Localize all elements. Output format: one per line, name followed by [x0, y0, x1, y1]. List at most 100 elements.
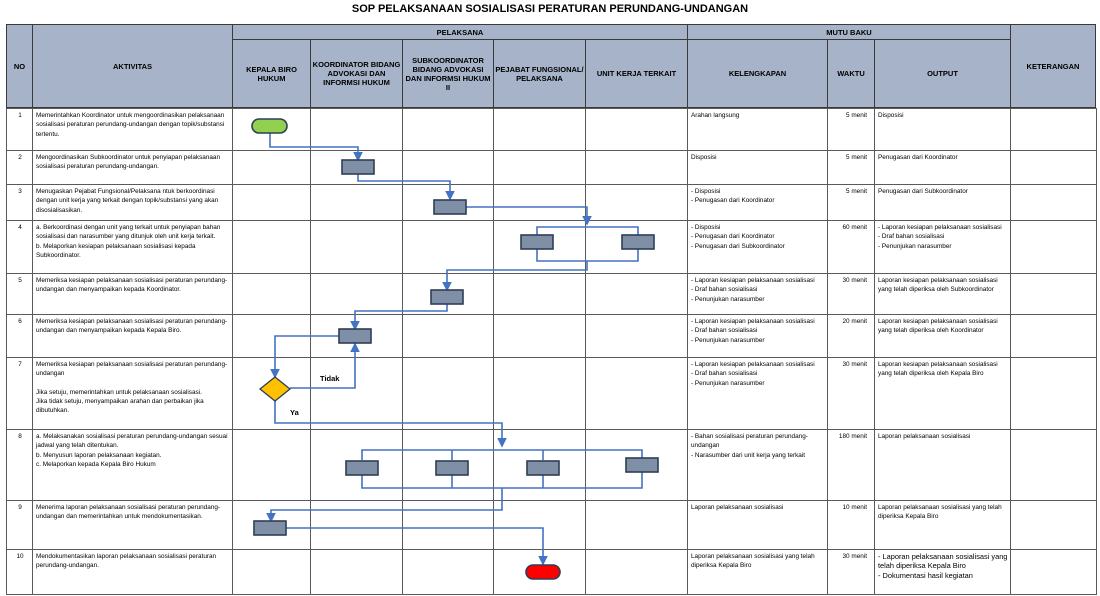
row-cell-unit [585, 357, 689, 430]
row-cell-subkoordinator [402, 314, 495, 358]
row-cell-kepala [232, 150, 312, 185]
row-number: 1 [6, 108, 34, 151]
row-cell-koordinator [310, 184, 404, 221]
row-output: - Laporan pelaksanaan sosialisasi yang t… [874, 549, 1012, 595]
row-output: Penugasan dari Subkoordinator [874, 184, 1012, 221]
row-kelengkapan: - Disposisi - Penugasan dari Koordinator… [687, 220, 829, 274]
row-output: Disposisi [874, 108, 1012, 151]
row-cell-unit [585, 108, 689, 151]
header-koordinator: KOORDINATOR BIDANG ADVOKASI DAN INFORMSI… [310, 39, 403, 108]
row-aktivitas: Mengoordinasikan Subkoordinator untuk pe… [32, 150, 234, 185]
row-cell-subkoordinator [402, 108, 495, 151]
row-cell-pejabat [493, 549, 587, 595]
row-keterangan [1010, 150, 1097, 185]
row-cell-pejabat [493, 273, 587, 315]
row-cell-kepala [232, 429, 312, 501]
row-number: 6 [6, 314, 34, 358]
row-cell-pejabat [493, 429, 587, 501]
row-cell-subkoordinator [402, 429, 495, 501]
row-cell-koordinator [310, 429, 404, 501]
row-waktu: 20 menit [827, 314, 876, 358]
row-cell-subkoordinator [402, 500, 495, 550]
header-aktivitas: AKTIVITAS [32, 24, 233, 108]
row-waktu: 5 menit [827, 184, 876, 221]
row-number: 2 [6, 150, 34, 185]
row-number: 10 [6, 549, 34, 595]
row-keterangan [1010, 549, 1097, 595]
row-output: Laporan pelaksanaan sosialisasi yang tel… [874, 500, 1012, 550]
row-cell-subkoordinator [402, 273, 495, 315]
row-waktu: 10 menit [827, 500, 876, 550]
row-cell-pejabat [493, 150, 587, 185]
header-no: NO [6, 24, 33, 108]
row-waktu: 30 menit [827, 549, 876, 595]
row-cell-subkoordinator [402, 357, 495, 430]
row-aktivitas: Menugaskan Pejabat Fungsional/Pelaksana … [32, 184, 234, 221]
row-aktivitas: Menerima laporan pelaksanaan sosialisasi… [32, 500, 234, 550]
row-output: Laporan kesiapan pelaksanaan sosialisasi… [874, 273, 1012, 315]
header-output: OUTPUT [874, 39, 1011, 108]
header-pejabat: PEJABAT FUNGSIONAL/ PELAKSANA [493, 39, 586, 108]
row-output: Laporan kesiapan pelaksanaan sosialisasi… [874, 314, 1012, 358]
header-kepala: KEPALA BIRO HUKUM [232, 39, 311, 108]
row-cell-pejabat [493, 500, 587, 550]
row-waktu: 5 menit [827, 108, 876, 151]
row-aktivitas: Memerintahkan Koordinator untuk mengoord… [32, 108, 234, 151]
row-cell-kepala [232, 184, 312, 221]
row-kelengkapan: - Laporan kesiapan pelaksanaan sosialisa… [687, 273, 829, 315]
row-aktivitas: a. Berkoordinasi dengan unit yang terkai… [32, 220, 234, 274]
header-kelengkapan: KELENGKAPAN [687, 39, 828, 108]
row-cell-kepala [232, 549, 312, 595]
row-cell-pejabat [493, 357, 587, 430]
row-aktivitas: Mendokumentasikan laporan pelaksanaan so… [32, 549, 234, 595]
row-kelengkapan: - Laporan kesiapan pelaksanaan sosialisa… [687, 314, 829, 358]
row-cell-pejabat [493, 314, 587, 358]
header-waktu: WAKTU [827, 39, 875, 108]
row-number: 8 [6, 429, 34, 501]
row-cell-subkoordinator [402, 549, 495, 595]
row-cell-subkoordinator [402, 184, 495, 221]
row-kelengkapan: - Laporan kesiapan pelaksanaan sosialisa… [687, 357, 829, 430]
row-cell-koordinator [310, 549, 404, 595]
row-kelengkapan: Arahan langsung [687, 108, 829, 151]
row-waktu: 180 menit [827, 429, 876, 501]
page-title: SOP PELAKSANAAN SOSIALISASI PERATURAN PE… [351, 3, 749, 15]
row-keterangan [1010, 357, 1097, 430]
header-unit: UNIT KERJA TERKAIT [585, 39, 688, 108]
row-cell-pejabat [493, 184, 587, 221]
row-cell-subkoordinator [402, 150, 495, 185]
row-cell-koordinator [310, 273, 404, 315]
row-aktivitas: Memeriksa kesiapan pelaksanaan sosialisa… [32, 314, 234, 358]
row-waktu: 30 menit [827, 357, 876, 430]
row-output: Laporan kesiapan pelaksanaan sosialisasi… [874, 357, 1012, 430]
row-kelengkapan: - Bahan sosialisasi peraturan perundang-… [687, 429, 829, 501]
row-cell-unit [585, 220, 689, 274]
row-cell-subkoordinator [402, 220, 495, 274]
row-aktivitas: Memeriksa kesiapan pelaksanaan sosialisa… [32, 273, 234, 315]
row-keterangan [1010, 273, 1097, 315]
row-number: 5 [6, 273, 34, 315]
header-keterangan: KETERANGAN [1010, 24, 1096, 108]
row-cell-unit [585, 500, 689, 550]
row-keterangan [1010, 220, 1097, 274]
row-keterangan [1010, 184, 1097, 221]
row-waktu: 60 menit [827, 220, 876, 274]
row-cell-unit [585, 184, 689, 221]
row-cell-kepala [232, 500, 312, 550]
row-number: 7 [6, 357, 34, 430]
row-cell-koordinator [310, 108, 404, 151]
row-cell-kepala [232, 273, 312, 315]
header-mutu-baku: MUTU BAKU [687, 24, 1011, 40]
row-cell-unit [585, 150, 689, 185]
row-cell-kepala [232, 314, 312, 358]
row-cell-koordinator [310, 150, 404, 185]
row-keterangan [1010, 500, 1097, 550]
row-kelengkapan: - Disposisi - Penugasan dari Koordinator [687, 184, 829, 221]
row-aktivitas: a. Melaksanakan sosialisasi peraturan pe… [32, 429, 234, 501]
row-cell-unit [585, 549, 689, 595]
header-subkoordinator: SUBKOORDINATOR BIDANG ADVOKASI DAN INFOR… [402, 39, 494, 108]
row-cell-koordinator [310, 220, 404, 274]
header-pelaksana: PELAKSANA [232, 24, 688, 40]
row-kelengkapan: Laporan pelaksanaan sosialisasi yang tel… [687, 549, 829, 595]
row-cell-kepala [232, 108, 312, 151]
